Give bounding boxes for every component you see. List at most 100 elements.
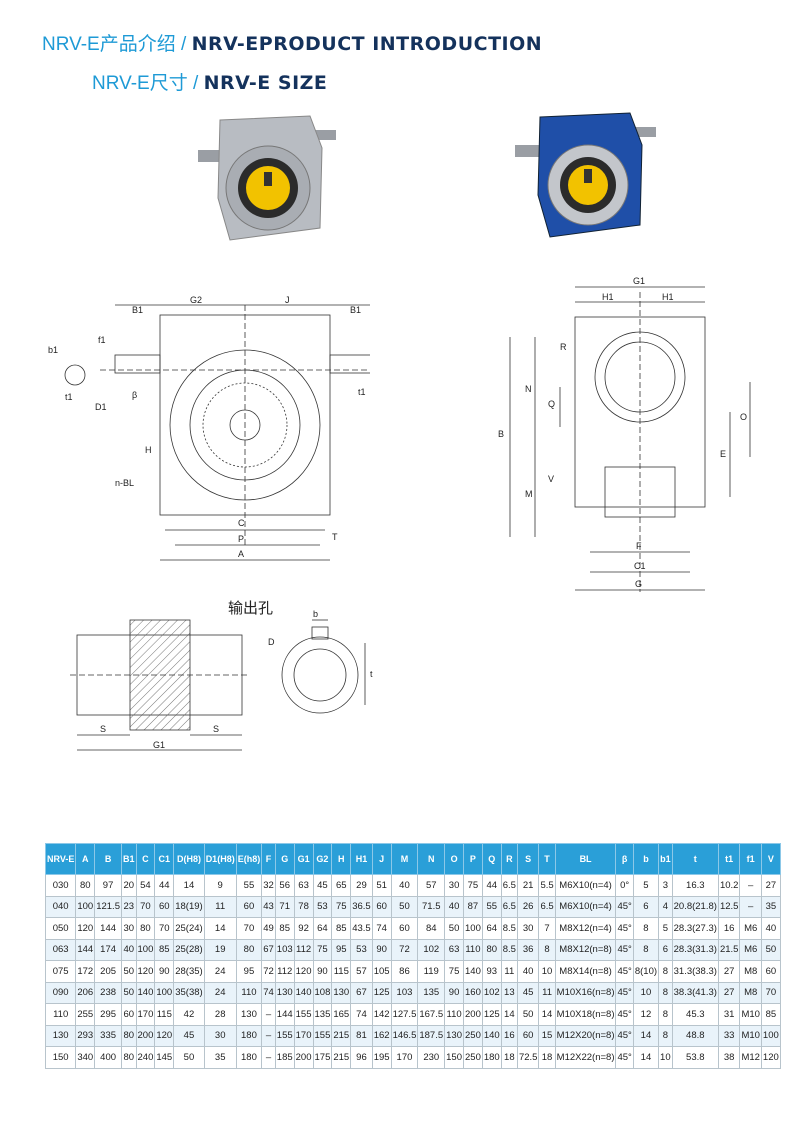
table-cell: 185 [274, 1046, 295, 1069]
table-cell: 28.3(31.3) [671, 938, 719, 961]
table-cell: 205 [94, 960, 122, 983]
table-cell: 121.5 [94, 895, 122, 918]
table-cell: 45° [615, 1024, 634, 1047]
table-cell: 14 [632, 1024, 660, 1047]
dim-label: G1 [633, 276, 645, 286]
table-cell: M6X10(n=4) [554, 874, 617, 897]
column-header: t1 [717, 843, 741, 875]
table-cell: 115 [154, 1003, 175, 1026]
table-cell: 45 [173, 1024, 205, 1047]
table-cell: 200 [293, 1046, 314, 1069]
table-cell: 80 [235, 938, 263, 961]
table-cell: 200 [135, 1024, 156, 1047]
table-cell: 63 [293, 874, 314, 897]
table-cell: 24 [203, 981, 237, 1004]
table-cell: – [261, 1046, 276, 1069]
table-cell: 21 [516, 874, 540, 897]
column-header: β [615, 843, 634, 875]
table-cell: 119 [417, 960, 446, 983]
table-cell: 60 [516, 1024, 540, 1047]
table-cell: 11 [500, 960, 518, 983]
table-cell: 70 [135, 895, 156, 918]
table-cell: 16 [717, 917, 741, 940]
column-header: G1 [293, 843, 314, 875]
table-cell: 42 [173, 1003, 205, 1026]
table-cell: 215 [331, 1024, 352, 1047]
table-cell: 57 [350, 960, 373, 983]
table-cell: 40 [516, 960, 540, 983]
column-header: D(H8) [173, 843, 205, 875]
dim-label: t1 [65, 392, 73, 402]
table-cell: 87 [463, 895, 483, 918]
size-title: NRV-E尺寸 / NRV-E SIZE [92, 72, 328, 94]
table-cell: 108 [312, 981, 333, 1004]
table-cell: 45 [312, 874, 333, 897]
table-cell: 105 [371, 960, 392, 983]
table-cell: M8 [739, 981, 762, 1004]
table-cell: 14 [203, 917, 237, 940]
table-cell: 50 [121, 981, 137, 1004]
table-cell: 38 [717, 1046, 741, 1069]
table-cell: 5 [632, 874, 660, 897]
table-cell: 25(24) [173, 917, 205, 940]
table-cell: 64 [481, 917, 502, 940]
table-cell: 80 [121, 1046, 137, 1069]
table-cell: 125 [481, 1003, 502, 1026]
column-header: M [390, 843, 419, 875]
table-cell: 293 [75, 1024, 96, 1047]
dim-label: H1 [662, 292, 674, 302]
table-cell: 206 [75, 981, 96, 1004]
table-cell: – [739, 874, 762, 897]
table-cell: 4 [658, 895, 673, 918]
column-header: G [274, 843, 295, 875]
table-cell: 80 [75, 874, 96, 897]
dim-label: B1 [350, 305, 361, 315]
dim-label: M [525, 489, 533, 499]
dim-label: β [132, 390, 137, 400]
dim-label: G2 [190, 295, 202, 305]
table-cell: 45° [615, 938, 634, 961]
table-cell: 75 [444, 960, 464, 983]
table-cell: 30 [444, 874, 464, 897]
table-cell: 146.5 [390, 1024, 419, 1047]
table-cell: 102 [481, 981, 502, 1004]
table-cell: 110 [444, 1003, 464, 1026]
table-cell: 95 [331, 938, 352, 961]
table-cell: 075 [44, 960, 77, 983]
table-cell: 33 [717, 1024, 741, 1047]
table-cell: 50 [760, 938, 781, 961]
table-cell: 45° [615, 960, 634, 983]
table-cell: 28 [203, 1003, 237, 1026]
table-cell: 50 [390, 895, 419, 918]
column-header: C1 [154, 843, 175, 875]
table-cell: 8.5 [500, 938, 518, 961]
table-cell: 35 [203, 1046, 237, 1069]
table-cell: 115 [331, 960, 352, 983]
table-cell: 3 [658, 874, 673, 897]
table-cell: 24 [203, 960, 237, 983]
table-cell: 340 [75, 1046, 96, 1069]
table-cell: 120 [75, 917, 96, 940]
table-cell: 45° [615, 917, 634, 940]
table-cell: 27 [760, 874, 781, 897]
table-cell: 67 [261, 938, 276, 961]
table-cell: 8 [632, 938, 660, 961]
column-header: G2 [312, 843, 333, 875]
table-cell: 65 [331, 874, 352, 897]
table-cell: 70 [235, 917, 263, 940]
table-cell: 55 [235, 874, 263, 897]
table-cell: 10 [538, 960, 556, 983]
table-cell: 135 [417, 981, 446, 1004]
column-header: S [516, 843, 540, 875]
table-cell: 97 [94, 874, 122, 897]
column-header: A [75, 843, 96, 875]
table-cell: 112 [293, 938, 314, 961]
column-header: P [463, 843, 483, 875]
table-cell: 30 [121, 917, 137, 940]
table-cell: 140 [293, 981, 314, 1004]
table-cell: 8 [632, 917, 660, 940]
